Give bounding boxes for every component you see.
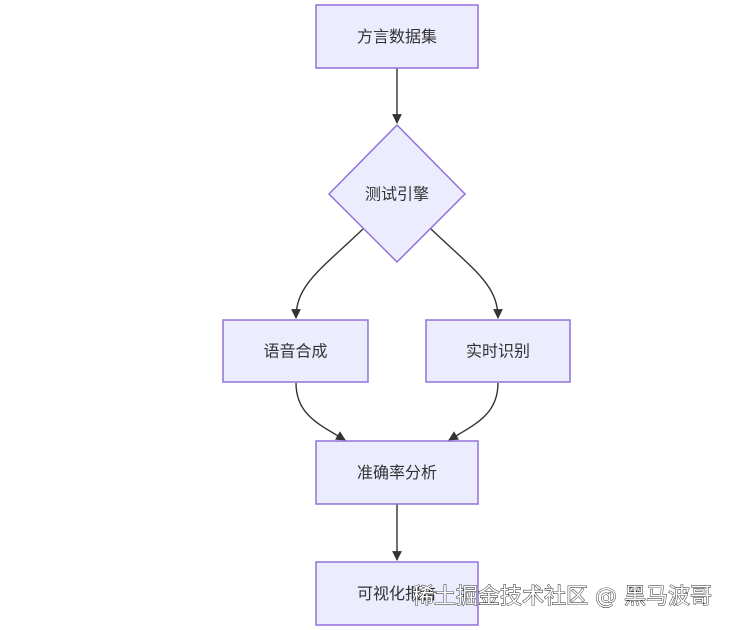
node-engine-diamond xyxy=(327,123,467,264)
node-report: 可视化报告 xyxy=(315,561,479,626)
edge-engine-to-tts xyxy=(291,228,364,319)
node-accuracy-label: 准确率分析 xyxy=(357,463,437,482)
node-report-label: 可视化报告 xyxy=(357,584,437,603)
node-realtime: 实时识别 xyxy=(425,319,571,383)
node-realtime-label: 实时识别 xyxy=(466,342,530,361)
node-engine-label: 测试引擎 xyxy=(365,185,429,204)
node-dataset: 方言数据集 xyxy=(315,4,479,69)
edge-tts-to-accuracy xyxy=(295,382,346,441)
node-accuracy-box xyxy=(315,440,479,505)
node-tts-box xyxy=(222,319,369,383)
edge-engine-to-realtime xyxy=(430,228,503,319)
node-engine: 测试引擎 xyxy=(327,123,467,264)
node-tts: 语音合成 xyxy=(222,319,369,383)
node-report-box xyxy=(315,561,479,626)
node-dataset-label: 方言数据集 xyxy=(357,27,437,46)
node-tts-label: 语音合成 xyxy=(263,342,327,361)
node-realtime-box xyxy=(425,319,571,383)
edge-realtime-to-accuracy xyxy=(448,382,499,441)
node-dataset-box xyxy=(315,4,479,69)
watermark-text: 稀土掘金技术社区 @ 黑马波哥 xyxy=(412,585,712,610)
node-accuracy: 准确率分析 xyxy=(315,440,479,505)
